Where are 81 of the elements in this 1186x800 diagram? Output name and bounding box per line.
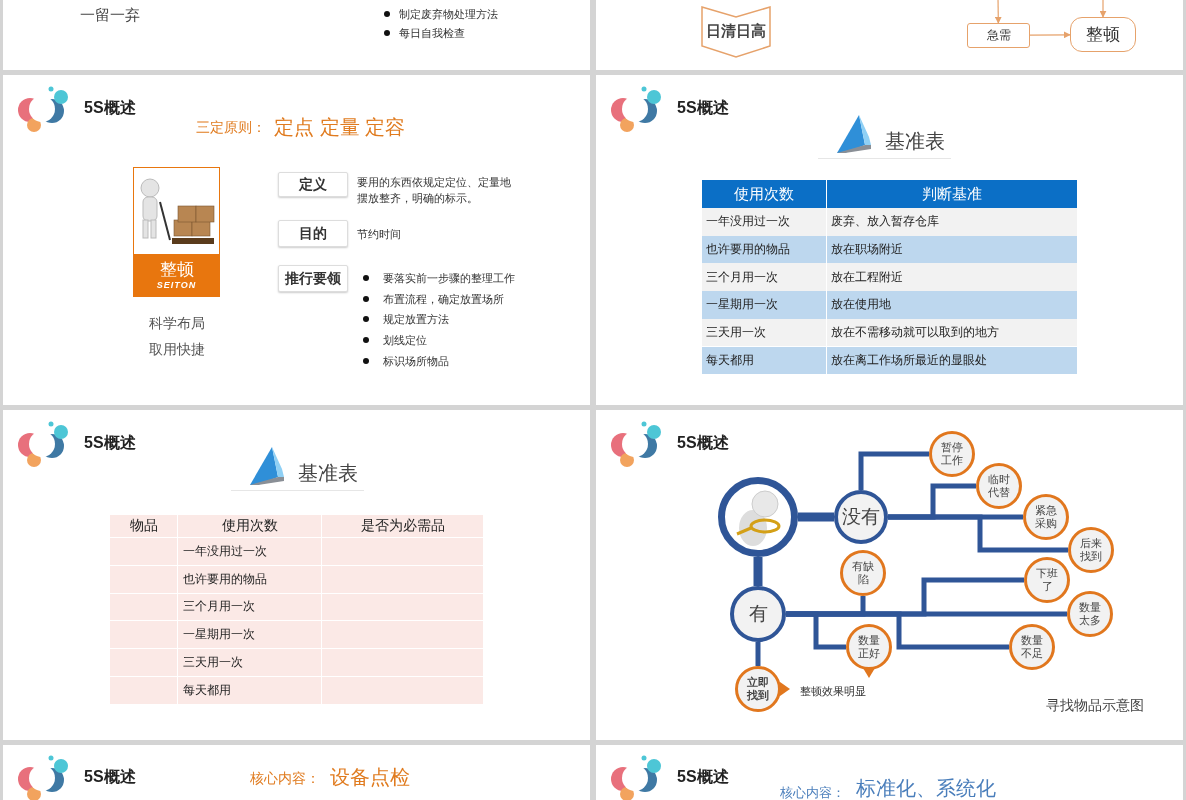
option-circle: 立即找到 <box>735 666 781 712</box>
chevron-box: 日清日高 <box>701 6 771 58</box>
note-text: 节约时间 <box>357 227 402 242</box>
heading-text: 定点 定量 定容 <box>274 114 407 140</box>
connector-line <box>786 611 1009 650</box>
header-cell: 是否为必需品 <box>322 515 484 538</box>
table-cell: 放在工程附近 <box>827 263 1077 292</box>
table-cell: 也许要用的物品 <box>178 565 322 594</box>
option-circle: 临时代替 <box>976 463 1022 509</box>
option-circle: 数量正好 <box>846 624 892 670</box>
header-cell: 物品 <box>110 515 178 538</box>
note-text: 要用的东西依规定定位、定量地摆放整齐，明确的标示。 <box>357 175 512 206</box>
bullet-text: 划线定位 <box>383 333 428 349</box>
heading-text: 核心内容： <box>780 784 846 800</box>
table-cell: 放在离工作场所最近的显眼处 <box>827 346 1077 375</box>
option-circle: 暂停工作 <box>929 431 975 477</box>
section-heading: 基准表 <box>298 460 359 486</box>
term-box: 目的 <box>278 220 348 247</box>
body-text: 一留一弃 <box>80 5 141 25</box>
connector-line <box>1099 0 1107 18</box>
table-cell: 也许要用的物品 <box>702 235 827 264</box>
term-box: 推行要领 <box>278 265 348 292</box>
table-cell: 放在使用地 <box>827 291 1077 319</box>
table-cell: 一星期用一次 <box>702 291 827 319</box>
step-box: 整顿 <box>1070 17 1136 52</box>
term-box: 定义 <box>278 172 348 197</box>
bullet-text: 布置流程，确定放置场所 <box>383 291 505 307</box>
body-text: 每日自我检查 <box>399 25 466 41</box>
slide-title: 5S概述 <box>677 97 730 118</box>
header-cell: 使用次数 <box>178 515 322 538</box>
table-cell: 放在不需移动就可以取到的地方 <box>827 318 1077 347</box>
heading-text: 三定原则： <box>196 118 267 137</box>
table-cell: 三天用一次 <box>178 649 322 677</box>
table-cell: 废弃、放入暂存仓库 <box>827 208 1077 236</box>
option-circle: 有缺陷 <box>840 550 886 596</box>
bullet-text: 标识场所物品 <box>383 353 450 369</box>
branch-circle: 有 <box>730 586 786 642</box>
note-text: 整顿效果明显 <box>800 684 867 699</box>
slide-title: 5S概述 <box>84 432 137 453</box>
option-circle: 后来找到 <box>1068 527 1114 573</box>
header-cell: 使用次数 <box>702 180 827 208</box>
title-card <box>133 167 220 297</box>
connector-line <box>858 451 929 490</box>
bullet-text: 要落实前一步骤的整理工作 <box>383 271 516 286</box>
step-box: 急需 <box>967 23 1030 48</box>
table-cell: 每天都用 <box>702 346 827 375</box>
option-circle: 数量不足 <box>1009 624 1055 670</box>
option-circle: 数量太多 <box>1067 591 1113 637</box>
caption-text: 科学布局 <box>147 315 206 333</box>
caption-text: 取用快捷 <box>147 341 206 359</box>
connector-line <box>798 512 834 522</box>
slide-title: 5S概述 <box>84 766 137 787</box>
table-cell: 三个月用一次 <box>178 593 322 622</box>
heading-text: 标准化、系统化 <box>856 776 997 800</box>
table-cell: 一年没用过一次 <box>178 538 322 566</box>
slide-title: 5S概述 <box>677 432 730 453</box>
card-title: 整顿 <box>158 259 195 281</box>
option-circle: 下班了 <box>1024 557 1070 603</box>
heading-text: 设备点检 <box>330 764 411 790</box>
connector-line <box>994 0 1002 24</box>
branch-circle: 没有 <box>834 490 888 544</box>
table-cell: 放在职场附近 <box>827 235 1077 264</box>
body-text: 寻找物品示意图 <box>1046 696 1145 715</box>
card-subtitle: SEITON <box>155 280 198 290</box>
connector-line <box>888 514 1068 553</box>
connector-line <box>753 557 763 586</box>
body-text: 制定废弃物处理方法 <box>399 6 499 22</box>
heading-text: 核心内容： <box>250 769 321 788</box>
header-cell: 判断基准 <box>827 180 1077 208</box>
table-cell: 三个月用一次 <box>702 263 827 292</box>
bullet-text: 规定放置方法 <box>383 312 450 328</box>
table-cell: 每天都用 <box>178 677 322 705</box>
table-cell: 一星期用一次 <box>178 621 322 650</box>
connector-line <box>755 642 761 666</box>
section-heading: 基准表 <box>885 128 946 154</box>
table-cell: 一年没用过一次 <box>702 208 827 236</box>
slide-title: 5S概述 <box>84 97 137 118</box>
connector-line <box>1029 31 1071 39</box>
option-circle: 紧急采购 <box>1023 494 1069 540</box>
slide-title: 5S概述 <box>677 766 730 787</box>
table-cell: 三天用一次 <box>702 318 827 347</box>
